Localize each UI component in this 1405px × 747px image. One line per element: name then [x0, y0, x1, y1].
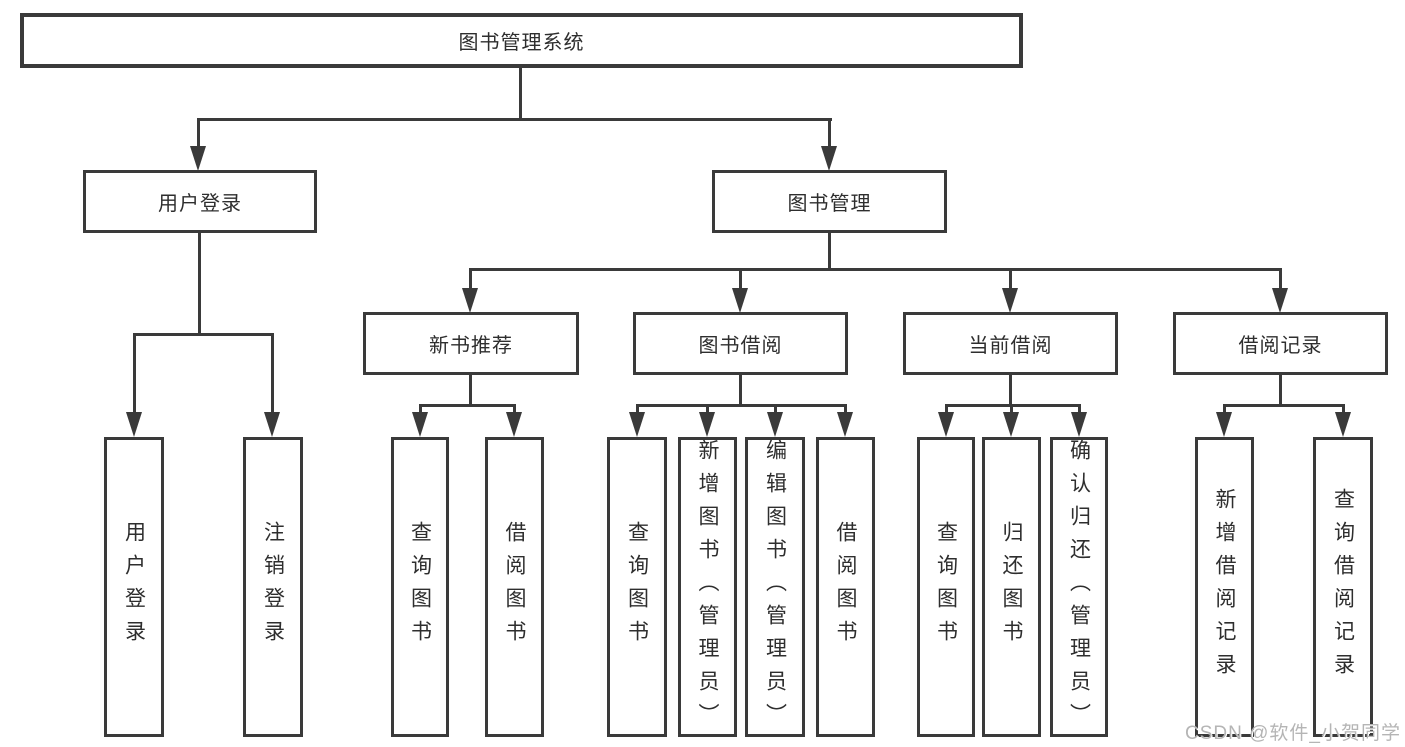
- leaf-query-books-current-label: 查询图书: [934, 521, 958, 653]
- connector-vline: [739, 375, 742, 407]
- leaf-borrow-books: 借阅图书: [816, 437, 875, 737]
- node-root: 图书管理系统: [20, 13, 1023, 68]
- leaf-add-borrow-record: 新增借阅记录: [1195, 437, 1254, 737]
- arrow-down-icon: [264, 412, 280, 437]
- arrow-down-icon: [1003, 412, 1019, 437]
- connector-vline: [945, 404, 948, 414]
- connector-hline: [636, 404, 846, 407]
- leaf-add-borrow-record-label: 新增借阅记录: [1213, 488, 1236, 686]
- connector-hline: [469, 268, 1282, 271]
- leaf-return-books: 归还图书: [982, 437, 1041, 737]
- connector-hline: [945, 404, 1081, 407]
- node-book-management: 图书管理: [712, 170, 947, 233]
- node-root-label: 图书管理系统: [458, 32, 585, 54]
- arrow-down-icon: [1071, 412, 1087, 437]
- node-book-borrow: 图书借阅: [633, 312, 848, 375]
- leaf-user-login: 用户登录: [104, 437, 164, 737]
- connector-vline: [513, 404, 516, 414]
- connector-vline: [828, 118, 831, 148]
- node-current-borrow: 当前借阅: [903, 312, 1118, 375]
- connector-vline: [197, 118, 200, 148]
- leaf-query-books-recommend: 查询图书: [391, 437, 449, 737]
- arrow-down-icon: [699, 412, 715, 437]
- connector-hline: [1223, 404, 1345, 407]
- arrow-down-icon: [1216, 412, 1232, 437]
- connector-vline: [469, 375, 472, 407]
- node-user-login-label: 用户登录: [158, 193, 242, 215]
- connector-hline: [419, 404, 516, 407]
- leaf-return-books-label: 归还图书: [1000, 521, 1023, 653]
- leaf-borrow-books-label: 借阅图书: [834, 521, 857, 653]
- node-new-book-recommend-label: 新书推荐: [429, 335, 513, 357]
- node-book-management-label: 图书管理: [787, 193, 872, 215]
- connector-vline: [1279, 375, 1282, 407]
- leaf-add-book-admin-label: 新增图书（管理员）: [696, 438, 719, 736]
- leaf-logout-label: 注销登录: [261, 521, 285, 653]
- leaf-query-books-recommend-label: 查询图书: [408, 521, 432, 653]
- connector-vline: [133, 333, 136, 413]
- connector-vline: [419, 404, 422, 414]
- leaf-query-borrow-record: 查询借阅记录: [1313, 437, 1373, 737]
- leaf-confirm-return-admin: 确认归还（管理员）: [1050, 437, 1108, 737]
- connector-vline: [519, 68, 522, 121]
- connector-hline: [133, 333, 274, 336]
- arrow-down-icon: [629, 412, 645, 437]
- leaf-user-login-label: 用户登录: [122, 521, 146, 653]
- connector-vline: [1009, 375, 1012, 407]
- leaf-borrow-books-recommend: 借阅图书: [485, 437, 544, 737]
- connector-hline: [198, 118, 832, 121]
- arrow-down-icon: [1335, 412, 1351, 437]
- connector-vline: [1279, 268, 1282, 290]
- arrow-down-icon: [837, 412, 853, 437]
- node-user-login: 用户登录: [83, 170, 317, 233]
- node-borrow-records-label: 借阅记录: [1238, 335, 1323, 357]
- arrow-down-icon: [821, 146, 837, 171]
- node-book-borrow-label: 图书借阅: [698, 335, 783, 357]
- arrow-down-icon: [126, 412, 142, 437]
- connector-vline: [1010, 404, 1013, 414]
- node-borrow-records: 借阅记录: [1173, 312, 1388, 375]
- arrow-down-icon: [506, 412, 522, 437]
- connector-vline: [1009, 268, 1012, 290]
- arrow-down-icon: [412, 412, 428, 437]
- arrow-down-icon: [732, 288, 748, 313]
- arrow-down-icon: [938, 412, 954, 437]
- node-new-book-recommend: 新书推荐: [363, 312, 579, 375]
- arrow-down-icon: [190, 146, 206, 171]
- leaf-edit-book-admin-label: 编辑图书（管理员）: [763, 438, 787, 736]
- connector-vline: [1342, 404, 1345, 414]
- leaf-query-books-borrow: 查询图书: [607, 437, 667, 737]
- connector-vline: [198, 233, 201, 335]
- connector-vline: [844, 404, 847, 414]
- connector-vline: [774, 404, 777, 414]
- connector-vline: [636, 404, 639, 414]
- node-current-borrow-label: 当前借阅: [968, 335, 1053, 357]
- arrow-down-icon: [767, 412, 783, 437]
- leaf-query-books-current: 查询图书: [917, 437, 975, 737]
- arrow-down-icon: [1272, 288, 1288, 313]
- arrow-down-icon: [1002, 288, 1018, 313]
- connector-vline: [706, 404, 709, 414]
- leaf-confirm-return-admin-label: 确认归还（管理员）: [1067, 438, 1091, 736]
- connector-vline: [271, 333, 274, 413]
- leaf-add-book-admin: 新增图书（管理员）: [678, 437, 737, 737]
- leaf-query-books-borrow-label: 查询图书: [625, 521, 649, 653]
- arrow-down-icon: [462, 288, 478, 313]
- leaf-edit-book-admin: 编辑图书（管理员）: [745, 437, 805, 737]
- leaf-query-borrow-record-label: 查询借阅记录: [1331, 488, 1355, 686]
- connector-vline: [739, 268, 742, 290]
- leaf-logout: 注销登录: [243, 437, 303, 737]
- connector-vline: [828, 233, 831, 271]
- leaf-borrow-books-recommend-label: 借阅图书: [503, 521, 526, 653]
- connector-vline: [1078, 404, 1081, 414]
- connector-vline: [469, 268, 472, 290]
- connector-vline: [1223, 404, 1226, 414]
